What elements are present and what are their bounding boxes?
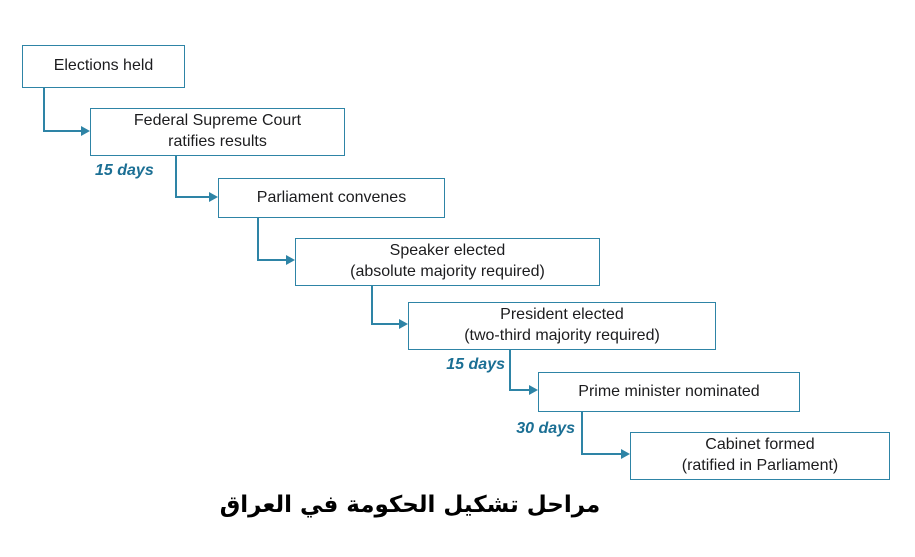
arrowhead-icon (529, 385, 538, 395)
step-label: Elections held (53, 57, 154, 75)
arrow-segment-horizontal (509, 389, 530, 391)
arrowhead-icon (399, 319, 408, 329)
delay-label-15-days-1: 15 days (95, 162, 154, 179)
step-prime-minister-nominated: Prime minister nominated (538, 372, 800, 412)
arrow-segment-horizontal (175, 196, 210, 198)
step-label: (absolute majority required) (350, 263, 545, 280)
step-president-elected: President elected (two-third majority re… (408, 302, 716, 350)
arrowhead-icon (621, 449, 630, 459)
delay-label-15-days-2: 15 days (446, 356, 505, 373)
step-federal-supreme-court: Federal Supreme Court ratifies results (90, 108, 345, 156)
step-parliament-convenes: Parliament convenes (218, 178, 445, 218)
step-label: ratifies results (168, 133, 267, 150)
arrow-segment-horizontal (257, 259, 287, 261)
step-label: Federal Supreme Court (133, 112, 302, 130)
arrowhead-icon (81, 126, 90, 136)
step-elections-held: Elections held (22, 45, 185, 88)
arrow-segment-horizontal (581, 453, 622, 455)
diagram-caption: مراحل تشكيل الحكومة في العراق (219, 492, 601, 518)
step-label: President elected (500, 306, 624, 324)
step-cabinet-formed: Cabinet formed (ratified in Parliament) (630, 432, 890, 480)
arrowhead-icon (209, 192, 218, 202)
step-label: Cabinet formed (705, 436, 815, 454)
arrow-segment-vertical (175, 156, 177, 198)
step-label: Speaker elected (389, 242, 506, 260)
step-label: (ratified in Parliament) (681, 457, 839, 474)
step-label: (two-third majority required) (464, 327, 660, 344)
step-label: Parliament convenes (256, 188, 407, 206)
step-speaker-elected: Speaker elected (absolute majority requi… (295, 238, 600, 286)
arrow-segment-horizontal (43, 130, 81, 132)
delay-label-30-days: 30 days (516, 420, 575, 437)
arrow-segment-horizontal (371, 323, 400, 325)
arrow-segment-vertical (509, 350, 511, 391)
arrow-segment-vertical (43, 88, 45, 132)
arrow-segment-vertical (581, 412, 583, 455)
arrow-segment-vertical (257, 218, 259, 261)
arrow-segment-vertical (371, 286, 373, 325)
step-label: Prime minister nominated (578, 382, 760, 400)
arrowhead-icon (286, 255, 295, 265)
